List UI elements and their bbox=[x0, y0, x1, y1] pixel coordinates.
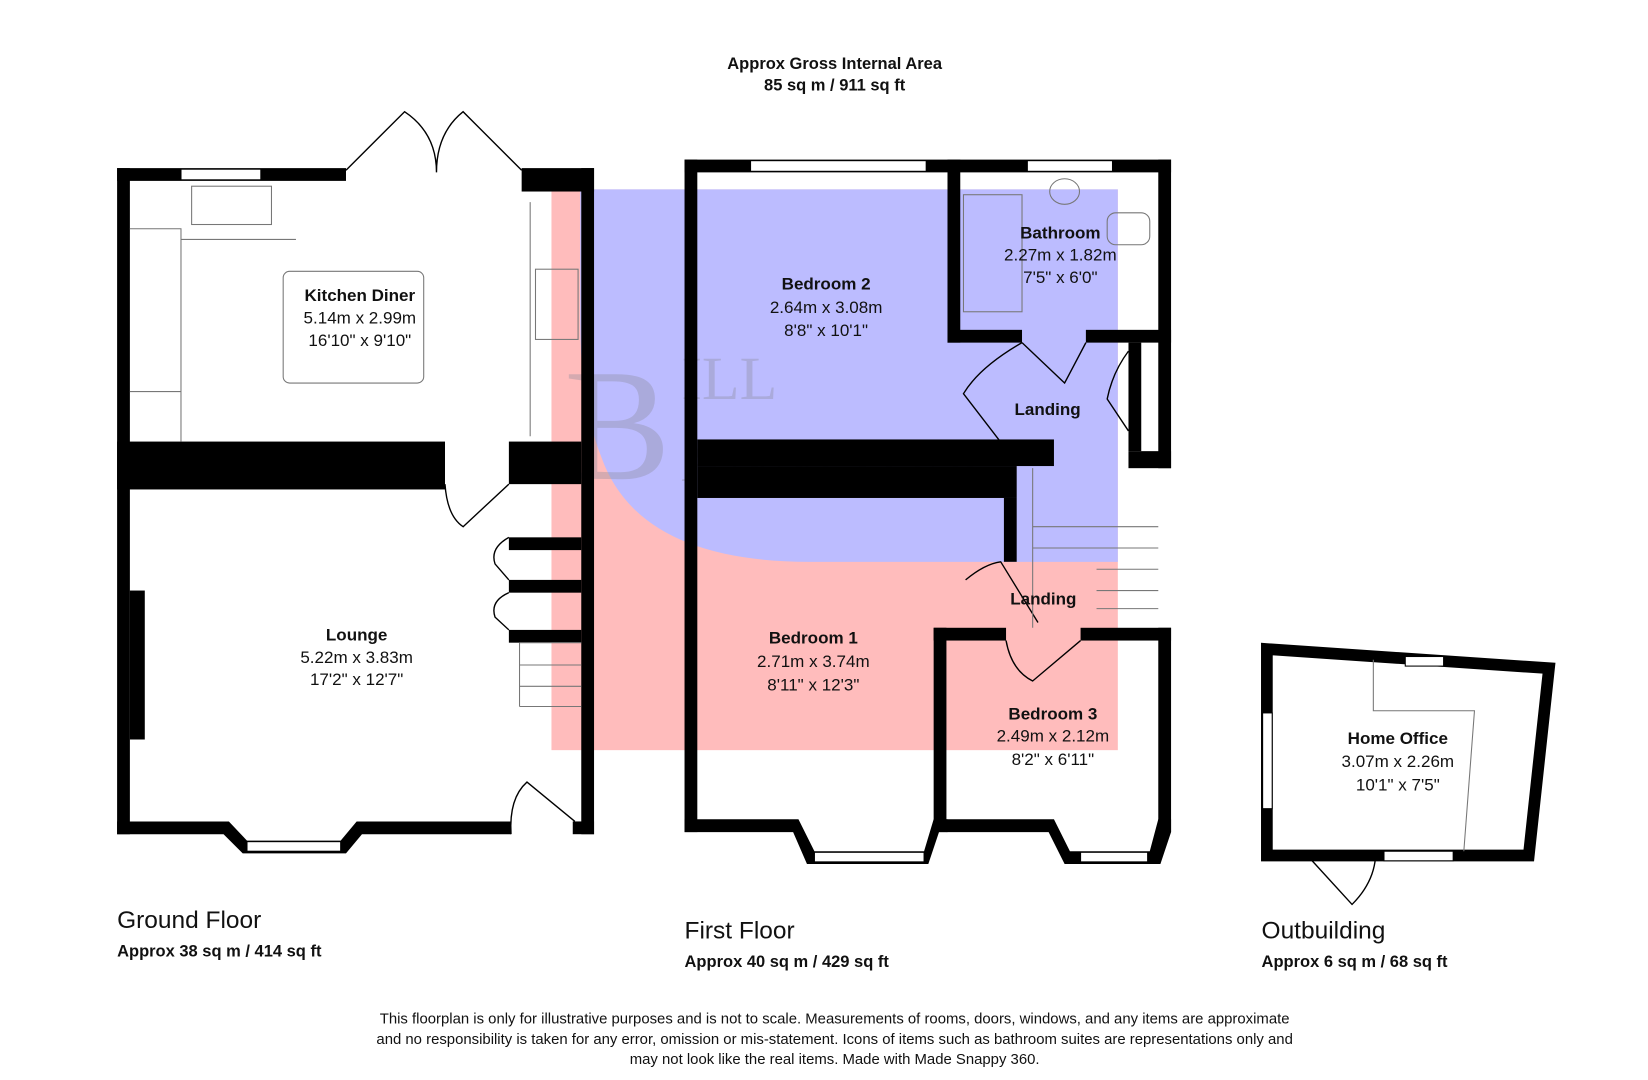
room-name-landing-upper: Landing bbox=[1014, 400, 1080, 419]
room-metric-bathroom: 2.27m x 1.82m bbox=[1004, 246, 1117, 265]
ground-floor-plan: Kitchen Diner 5.14m x 2.99m 16'10" x 9'1… bbox=[117, 110, 595, 854]
room-metric-bedroom-2: 2.64m x 3.08m bbox=[770, 298, 883, 317]
gross-area-value: 85 sq m / 911 sq ft bbox=[764, 76, 906, 94]
room-imperial-bedroom-3: 8'2" x 6'11" bbox=[1012, 750, 1095, 769]
room-imperial-home-office: 10'1" x 7'5" bbox=[1356, 776, 1440, 795]
room-name-home-office: Home Office bbox=[1348, 729, 1448, 748]
outbuilding-plan: Home Office 3.07m x 2.26m 10'1" x 7'5" bbox=[1261, 642, 1556, 906]
floor-label-ground: Ground Floor bbox=[117, 907, 261, 934]
room-name-landing-lower: Landing bbox=[1010, 589, 1076, 608]
floor-area-outbuilding: Approx 6 sq m / 68 sq ft bbox=[1262, 953, 1449, 971]
gross-area-title: Approx Gross Internal Area bbox=[727, 55, 943, 73]
room-metric-lounge: 5.22m x 3.83m bbox=[300, 648, 413, 667]
room-metric-kitchen-diner: 5.14m x 2.99m bbox=[304, 308, 417, 327]
room-imperial-bathroom: 7'5" x 6'0" bbox=[1023, 268, 1097, 287]
disclaimer-line-1: This floorplan is only for illustrative … bbox=[380, 1012, 1290, 1028]
room-name-kitchen-diner: Kitchen Diner bbox=[305, 286, 416, 305]
room-imperial-lounge: 17'2" x 12'7" bbox=[310, 670, 403, 689]
room-name-bedroom-3: Bedroom 3 bbox=[1008, 704, 1097, 723]
svg-text:B: B bbox=[564, 337, 670, 514]
room-imperial-bedroom-1: 8'11" x 12'3" bbox=[767, 676, 859, 695]
room-name-bedroom-1: Bedroom 1 bbox=[769, 629, 858, 648]
floor-label-first: First Floor bbox=[685, 917, 795, 944]
floor-label-outbuilding: Outbuilding bbox=[1262, 917, 1386, 944]
room-metric-bedroom-1: 2.71m x 3.74m bbox=[757, 652, 870, 671]
disclaimer-line-3: may not look like the real items. Made w… bbox=[630, 1052, 1040, 1068]
room-imperial-kitchen-diner: 16'10" x 9'10" bbox=[308, 331, 411, 350]
room-name-bedroom-2: Bedroom 2 bbox=[782, 274, 871, 293]
room-name-lounge: Lounge bbox=[326, 626, 387, 645]
floor-area-first: Approx 40 sq m / 429 sq ft bbox=[685, 953, 890, 971]
floor-area-ground: Approx 38 sq m / 414 sq ft bbox=[117, 943, 322, 961]
first-floor-plan: Bathroom 2.27m x 1.82m 7'5" x 6'0" Bedro… bbox=[684, 159, 1172, 864]
room-imperial-bedroom-2: 8'8" x 10'1" bbox=[784, 321, 868, 340]
room-name-bathroom: Bathroom bbox=[1020, 223, 1100, 242]
room-metric-home-office: 3.07m x 2.26m bbox=[1342, 752, 1455, 771]
svg-text:ILL: ILL bbox=[681, 345, 777, 413]
room-metric-bedroom-3: 2.49m x 2.12m bbox=[997, 727, 1110, 746]
disclaimer-line-2: and no responsibility is taken for any e… bbox=[376, 1032, 1292, 1048]
